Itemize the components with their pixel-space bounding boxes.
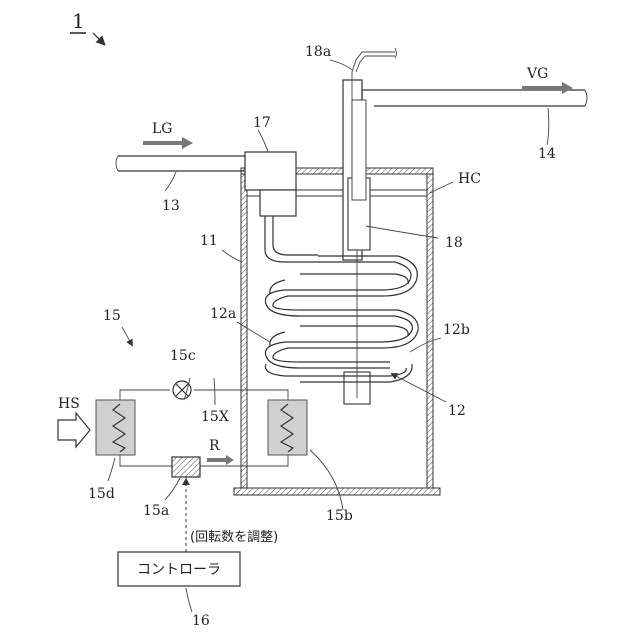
figure-number: 1 [70, 9, 104, 44]
label-lg: LG [152, 121, 172, 137]
evaporator [96, 400, 135, 455]
label-15c: 15c [170, 348, 196, 364]
label-11: 11 [200, 233, 218, 249]
label-14: 14 [538, 146, 556, 162]
label-hs: HS [58, 396, 80, 412]
label-16: 16 [192, 613, 210, 629]
coil [265, 256, 418, 382]
label-18: 18 [445, 235, 463, 251]
label-15d: 15d [88, 486, 115, 502]
label-13: 13 [162, 198, 180, 214]
figure-number-text: 1 [72, 9, 85, 33]
sensor [344, 48, 397, 404]
label-hc: HC [458, 171, 481, 187]
label-vg: VG [526, 66, 548, 82]
label-12: 12 [448, 403, 466, 419]
controller-label: コントローラ [137, 562, 221, 578]
heat-pump-loop [120, 390, 288, 466]
compressor [172, 457, 200, 477]
label-15x: 15X [201, 409, 229, 425]
label-18a: 18a [305, 44, 331, 60]
labels: LG VG HS R HC 11 12 12a 12b 13 14 15 15X… [58, 44, 556, 629]
inlet-pipe [116, 156, 247, 171]
label-17: 17 [253, 115, 271, 131]
condenser [268, 400, 307, 455]
distributor [245, 152, 296, 216]
label-12b: 12b [443, 322, 470, 338]
label-15b: 15b [326, 508, 353, 524]
label-r: R [209, 438, 220, 454]
label-15: 15 [103, 308, 121, 324]
label-15a: 15a [143, 503, 169, 519]
label-12a: 12a [210, 306, 236, 322]
speed-annotation: (回転数を調整) [190, 530, 278, 545]
